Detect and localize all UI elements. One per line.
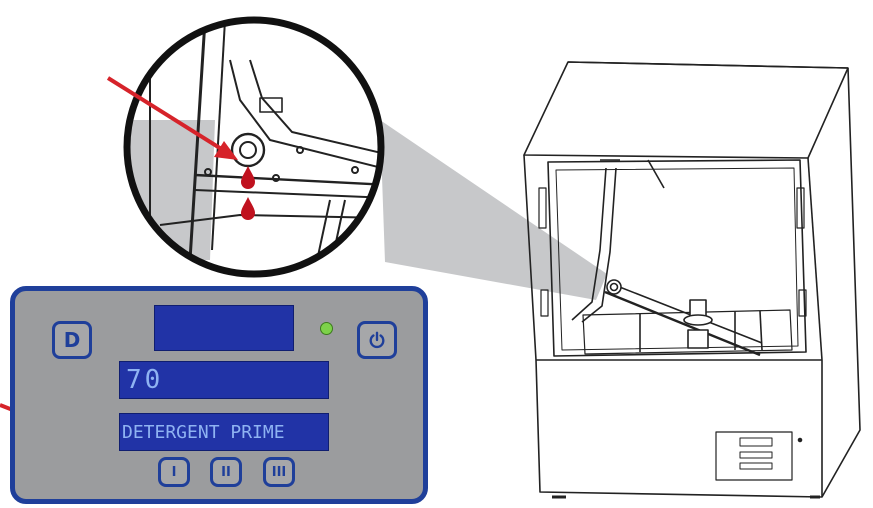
- drop-icon: [241, 166, 255, 189]
- detergent-button[interactable]: D: [52, 321, 92, 359]
- program-button-3[interactable]: III: [263, 457, 295, 487]
- top-display: [154, 305, 294, 351]
- control-panel: D 70 DETERGENT PRIME I II III: [10, 286, 428, 504]
- power-button[interactable]: [357, 321, 397, 359]
- power-icon: [369, 331, 385, 349]
- washer-cabinet: [523, 61, 861, 499]
- magnifier-ring: [123, 16, 385, 278]
- program-button-1[interactable]: I: [158, 457, 190, 487]
- value-display: 70: [119, 361, 329, 399]
- message-display: DETERGENT PRIME: [119, 413, 329, 451]
- status-led: [320, 322, 333, 335]
- red-arrow-icon: [106, 76, 238, 160]
- drop-icon: [241, 197, 255, 220]
- program-button-2[interactable]: II: [210, 457, 242, 487]
